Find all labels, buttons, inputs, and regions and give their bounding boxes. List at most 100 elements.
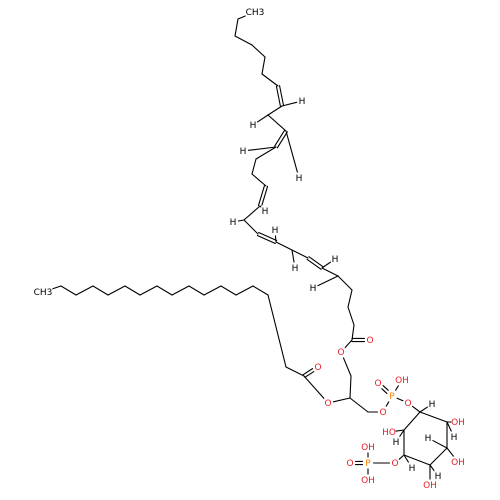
atom-label-background (424, 432, 432, 444)
bond-r4-r5 (403, 454, 431, 466)
atom-label-background (366, 334, 374, 346)
atom-label-OH1: OH (451, 418, 465, 428)
bond-a8-H1 (281, 101, 298, 107)
atom-label-Hr5: H (393, 438, 400, 448)
bond-b2-b3 (349, 397, 369, 413)
bond-a20-a21-line2 (306, 258, 322, 270)
bond-s17-O12-line2 (304, 370, 315, 378)
bond-a26-O2 (344, 339, 353, 349)
bond-a15-a16 (243, 205, 261, 221)
atom-label-H2: H (250, 121, 257, 131)
atom-label-H9: H (310, 284, 317, 294)
atom-label-background (261, 205, 269, 217)
atom-label-background (364, 457, 372, 469)
atom-label-background (249, 119, 257, 131)
bond-a22-H9 (317, 275, 339, 287)
bond-s14-s15 (252, 285, 269, 296)
bond-a22-a23 (337, 275, 353, 291)
atom-label-H4: H (296, 174, 303, 184)
bond-r3-OH2 (446, 447, 456, 459)
atom-label-background (298, 95, 306, 107)
atom-label-background (423, 479, 437, 491)
atom-label-background (408, 462, 416, 474)
bond-b1-b2 (349, 375, 352, 399)
atom-label-background (245, 6, 265, 18)
bond-r5-Hr6 (403, 454, 410, 464)
bond-a25-a26 (351, 324, 355, 341)
bond-a11-H3 (247, 146, 277, 151)
bond-a19-a20 (291, 249, 309, 259)
bond-a20-a21-line1 (308, 256, 324, 268)
bond-a21-a22 (321, 267, 339, 277)
bond-a3-a4 (234, 35, 253, 46)
bond-a9-a10 (267, 114, 287, 132)
atom-label-Hr3: H (451, 433, 458, 443)
atom-label-background (382, 426, 396, 438)
atom-label-background (361, 441, 375, 453)
atom-label-background (314, 361, 322, 373)
atom-label-O3: O (324, 399, 331, 409)
atom-label-background (434, 470, 442, 482)
atom-label-P2: P (365, 459, 371, 469)
bond-P1-O7 (396, 397, 404, 402)
atom-label-O9: OH (361, 443, 375, 453)
bond-a10-a11-line1 (276, 131, 288, 149)
bond-r6-Hr5 (398, 429, 405, 438)
bond-r1-Hr1 (419, 406, 428, 413)
bond-a16-a17 (243, 219, 259, 235)
atom-label-O2: O (337, 348, 344, 358)
atom-label-background (346, 457, 354, 469)
bond-a9-H2 (257, 114, 269, 123)
atom-label-OH3: OH (423, 481, 437, 491)
bond-b2-O3 (332, 397, 351, 403)
atom-label-O7: O (404, 399, 411, 409)
bond-a17-a18-line1 (258, 231, 278, 242)
bond-s15-s16 (267, 294, 287, 368)
bond-s4-s5 (92, 285, 109, 296)
bond-s13-s14 (235, 285, 254, 296)
bond-a15-H6 (259, 205, 262, 208)
bond-a18-H8 (274, 234, 277, 243)
atom-label-background (271, 224, 279, 236)
atom-label-Hr2: H (425, 434, 432, 444)
bond-a17-a18-line2 (256, 234, 276, 245)
bond-a5-a6 (261, 56, 266, 75)
atom-label-background (388, 390, 396, 402)
atom-label-Hr4: H (435, 472, 442, 482)
bond-P1-O5-line1 (380, 387, 388, 394)
bond-a12-a13 (251, 158, 257, 175)
bond-r4-Hr4 (429, 464, 436, 473)
atom-label-background (379, 406, 387, 418)
bond-s11-s12 (203, 285, 222, 296)
atom-label-background (451, 456, 465, 468)
bond-r3-r4 (429, 447, 448, 466)
bond-s8-s9 (156, 285, 173, 296)
atom-label-O1: O (366, 336, 373, 346)
bond-a13-a14 (251, 173, 267, 187)
bond-a24-a25 (347, 306, 355, 326)
bond-s17-O12-line1 (302, 368, 314, 376)
bond-s6-s7 (124, 285, 141, 296)
bond-a8-a9 (267, 105, 283, 116)
atom-label-O10: O (346, 459, 353, 469)
atom-label-background (331, 253, 339, 265)
bond-a16-H5 (237, 219, 245, 222)
atom-label-background (395, 374, 409, 386)
bond-r5-O8 (398, 454, 405, 460)
bond-r3-Hr2 (432, 440, 448, 449)
atom-label-H5: H (230, 218, 237, 228)
bond-a14-a15-line2 (257, 184, 266, 207)
bond-r6-OH4 (393, 429, 405, 432)
atom-label-background (337, 346, 345, 358)
atom-label-O4: O (379, 408, 386, 418)
atom-label-background (451, 416, 465, 428)
bond-O2-b1 (342, 356, 352, 377)
atom-label-OH4: HO (382, 428, 396, 438)
atom-label-background (391, 457, 399, 469)
atom-label-background (450, 431, 458, 443)
atom-label-OH2: OH (451, 458, 465, 468)
bond-s3-s4 (75, 285, 94, 296)
bond-O4-P1 (385, 400, 390, 408)
atom-label-s1: CH3 (34, 288, 53, 298)
